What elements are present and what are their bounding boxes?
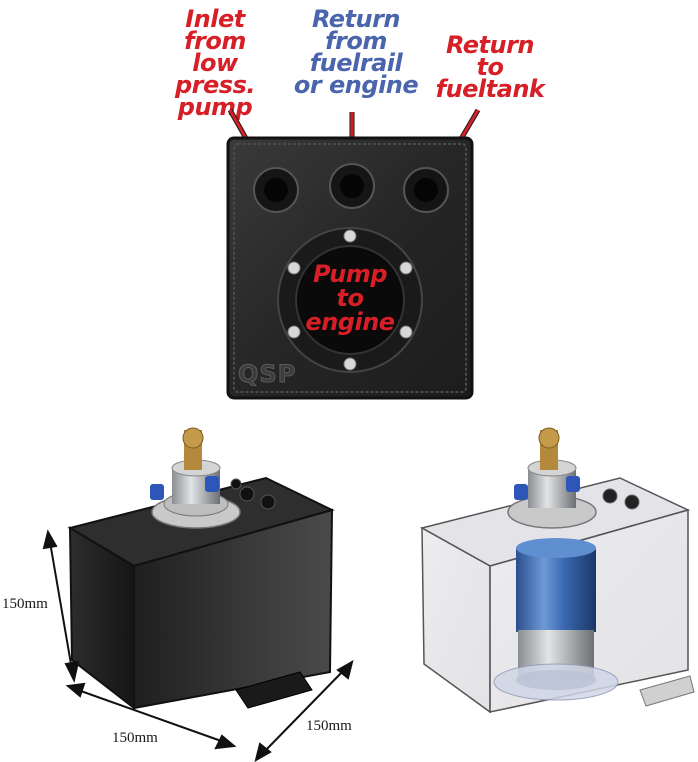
brand-logo: QSP (237, 360, 297, 389)
top-view-plate (226, 136, 474, 400)
width-dimension: 150mm (112, 730, 158, 746)
port-return-tank (403, 167, 449, 213)
height-dimension: 150mm (2, 596, 48, 612)
port-inlet (253, 167, 299, 213)
tank-black (67, 427, 335, 711)
inlet-label: Inlet from low press. pump (175, 5, 255, 121)
pump-to-engine-label: Pump to engine (305, 260, 395, 336)
return-rail-label: Return from fuelrail or engine (293, 5, 419, 99)
flange-bolts (287, 229, 413, 371)
dimension-arrows (42, 529, 354, 762)
tank-transparent (419, 427, 695, 714)
return-tank-label: Return to fueltank (435, 31, 545, 103)
port-return-rail (329, 163, 375, 209)
depth-dimension: 150mm (306, 718, 352, 734)
